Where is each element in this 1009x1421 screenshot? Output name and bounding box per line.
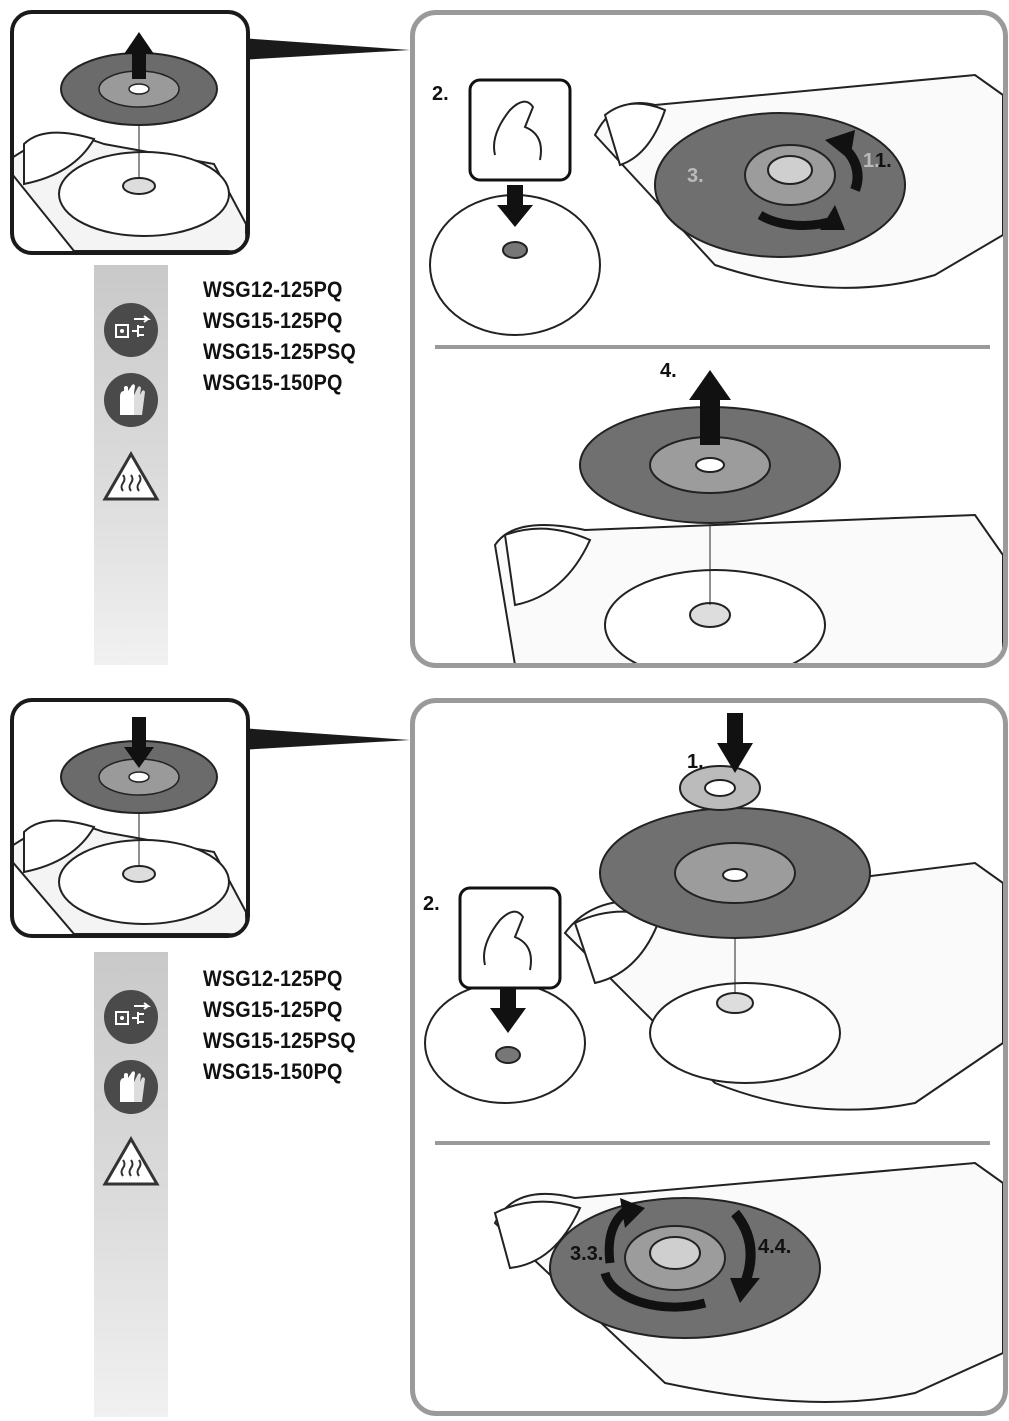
unplug-icon [104,303,158,357]
model-name: WSG12-125PQ [203,966,343,991]
installation-steps-1-2-illustration [424,713,1003,1111]
step-label: 3.3. [570,1243,604,1265]
gloves-icon [104,373,158,427]
model-list: WSG12-125PQ WSG15-125PQ WSG15-125PSQ WSG… [203,963,373,1087]
model-name: WSG15-125PQ [203,997,343,1022]
hot-surface-icon [102,451,160,503]
safety-icon-strip [94,952,168,1417]
step-label: 3. [687,165,704,187]
gloves-icon [104,1060,158,1114]
model-name: WSG15-125PSQ [203,1028,356,1053]
up-arrow-icon [124,32,154,79]
spindle-lock-button [495,1046,521,1064]
removal-steps-1-3-illustration [429,73,1003,336]
hot-surface-icon [102,1136,160,1188]
panel-divider [435,1141,990,1145]
rotate-clockwise-arrow-icon [820,205,845,230]
thumbnail-grinder-illustration [14,717,246,934]
finger-icon [483,910,532,971]
panel-divider [435,345,990,349]
step-label: 1. [863,150,880,172]
callout-wedge [240,728,410,750]
down-arrow-icon [717,713,753,773]
panel-removal: 2. 1. 3. 1. 4. [410,10,1008,668]
down-arrow-icon [497,185,533,227]
step-label: 1. [875,150,892,172]
finger-press-inset [458,886,562,990]
down-arrow-icon [490,988,526,1033]
rotate-arrow-icon [825,130,855,160]
down-arrow-icon [124,717,154,768]
thumbnail-installation [10,698,250,938]
model-list: WSG12-125PQ WSG15-125PQ WSG15-125PSQ WSG… [203,274,373,398]
step-label: 2. [432,83,449,105]
rotate-arrow-icon [620,1198,645,1228]
model-name: WSG15-125PQ [203,308,343,333]
model-name: WSG15-150PQ [203,1059,343,1084]
model-name: WSG12-125PQ [203,277,343,302]
unplug-icon [104,990,158,1044]
model-name: WSG15-150PQ [203,370,343,395]
panel-installation: 1. 2. 3.3. 4.4. [410,698,1008,1416]
step-label: 1. [687,751,704,773]
step-label: 2. [423,893,440,915]
callout-wedge [240,38,410,60]
rotate-clockwise-arrow-icon [730,1278,760,1303]
installation-steps-3-4-illustration [493,1161,1003,1403]
finger-press-inset [468,78,572,182]
spindle-lock-button [502,241,528,259]
finger-icon [493,100,542,161]
thumbnail-removal [10,10,250,255]
model-name: WSG15-125PSQ [203,339,356,364]
up-arrow-icon [689,370,731,445]
safety-icon-strip [94,265,168,665]
removal-step-4-illustration [493,370,1003,663]
step-label: 4.4. [758,1236,792,1258]
thumbnail-grinder-illustration [14,32,246,251]
step-label: 4. [660,360,677,382]
